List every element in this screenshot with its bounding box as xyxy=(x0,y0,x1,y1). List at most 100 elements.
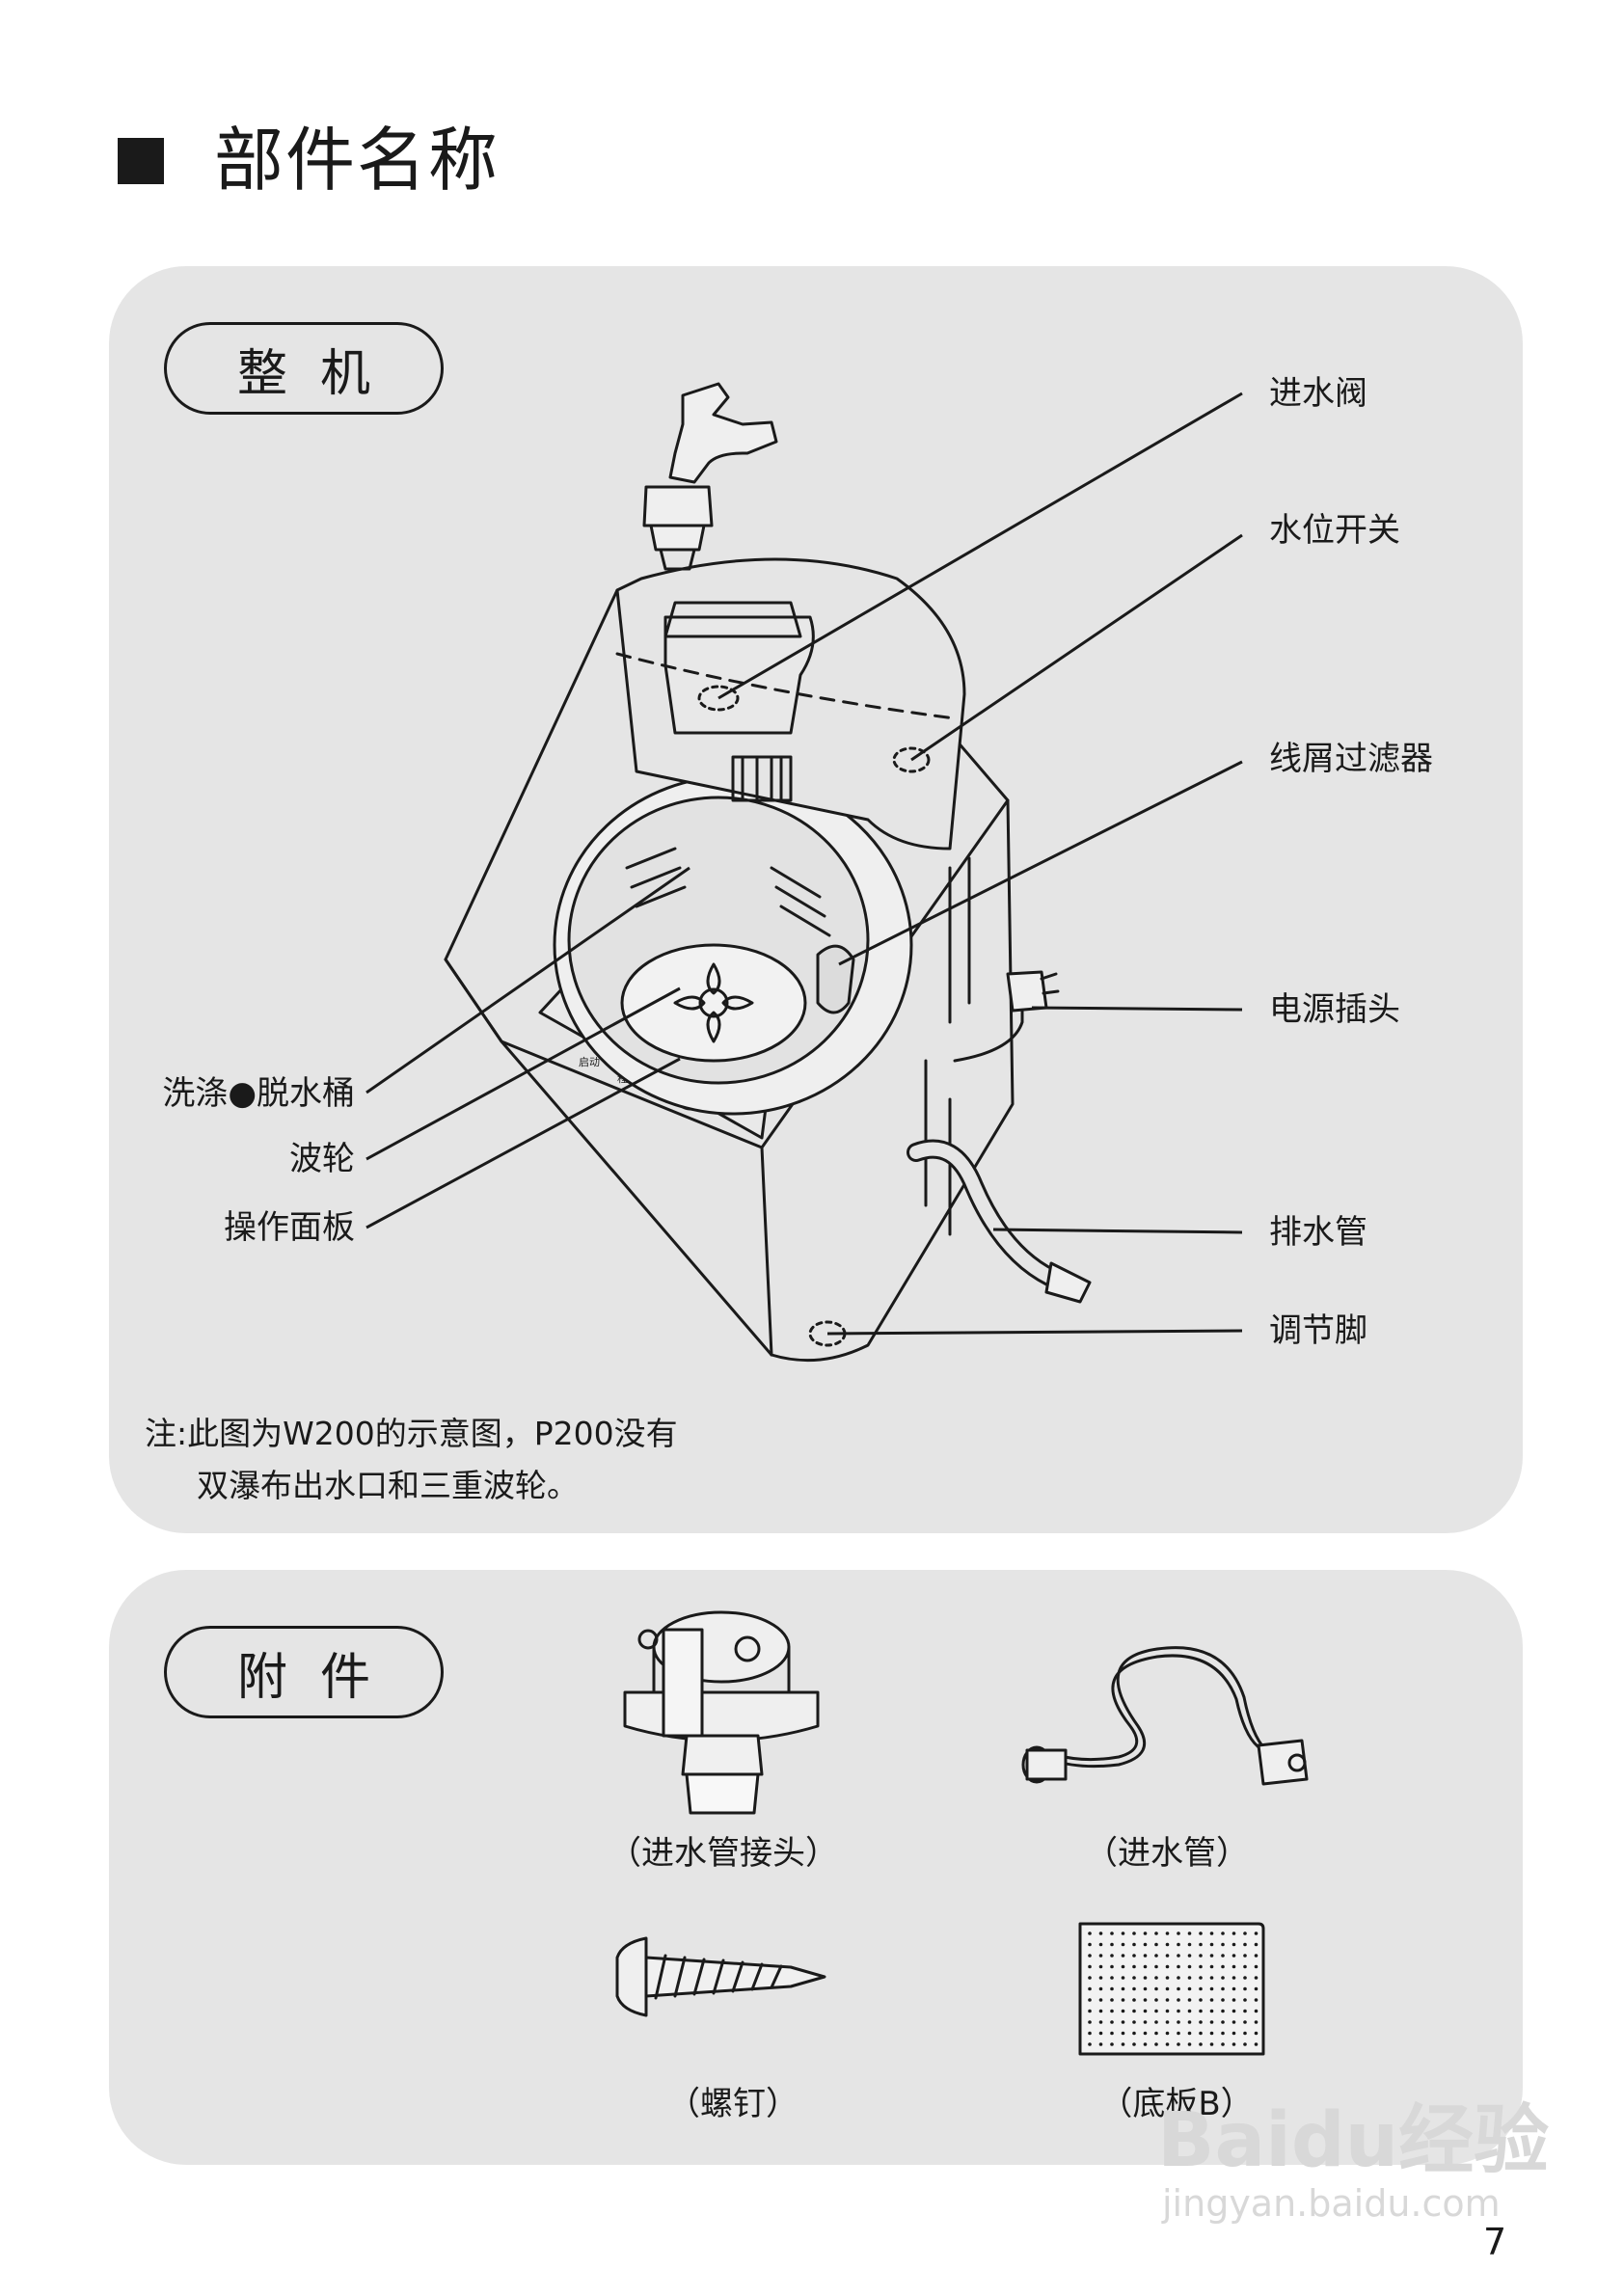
plate-hole xyxy=(1088,2042,1092,2046)
plate-hole xyxy=(1132,2042,1136,2046)
plate-hole xyxy=(1243,1931,1247,1935)
label-control-panel: 操作面板 xyxy=(224,1208,355,1247)
plate-hole xyxy=(1243,1954,1247,1958)
plate-hole xyxy=(1098,2020,1103,2024)
plate-hole xyxy=(1254,2009,1259,2013)
plate-hole xyxy=(1209,1954,1214,1958)
plate-hole xyxy=(1165,1942,1170,1947)
plate-hole xyxy=(1132,1931,1136,1935)
plate-hole xyxy=(1121,1976,1125,1980)
label-pulsator: 波轮 xyxy=(289,1140,355,1178)
plate-hole xyxy=(1088,1942,1092,1947)
plate-hole xyxy=(1098,1931,1103,1935)
plate-hole xyxy=(1088,1964,1092,1969)
plate-hole xyxy=(1209,1986,1214,1991)
plate-hole xyxy=(1199,1998,1203,2002)
plate-hole xyxy=(1098,1964,1103,1969)
plate-hole xyxy=(1199,1954,1203,1958)
plate-hole xyxy=(1165,1986,1170,1991)
plate-hole xyxy=(1243,2009,1247,2013)
plate-hole xyxy=(1121,2031,1125,2036)
plate-hole xyxy=(1143,1942,1148,1947)
accessory-label-screw: （螺钉） xyxy=(667,2085,798,2123)
label-drain-hose: 排水管 xyxy=(1269,1213,1367,1252)
plate-hole xyxy=(1209,1998,1214,2002)
plate-hole xyxy=(1221,2020,1225,2024)
plate-hole xyxy=(1254,1976,1259,1980)
plate-hole xyxy=(1088,1986,1092,1991)
plate-hole xyxy=(1143,1931,1148,1935)
accessory-label-inlet-connector: （进水管接头） xyxy=(609,1834,838,1873)
plate-hole xyxy=(1221,1986,1225,1991)
plate-hole xyxy=(1154,1954,1158,1958)
label-power-plug: 电源插头 xyxy=(1269,990,1400,1029)
plate-hole xyxy=(1254,1964,1259,1969)
plate-hole xyxy=(1232,1976,1236,1980)
plate-hole xyxy=(1254,2042,1259,2046)
plate-hole xyxy=(1187,1998,1192,2002)
label-water-level-switch: 水位开关 xyxy=(1269,511,1400,550)
plate-hole xyxy=(1098,1954,1103,1958)
main-unit-heading: 整机 xyxy=(164,322,444,415)
plate-hole xyxy=(1221,2042,1225,2046)
plate-hole xyxy=(1199,1931,1203,1935)
note-line-2: 双瀑布出水口和三重波轮。 xyxy=(197,1467,579,1504)
plate-hole xyxy=(1177,2020,1180,2024)
plate-hole xyxy=(1110,1976,1114,1980)
plate-hole xyxy=(1221,1998,1225,2002)
plate-hole xyxy=(1121,2009,1125,2013)
plate-hole xyxy=(1143,1954,1148,1958)
accessories-heading: 附件 xyxy=(164,1626,444,1718)
plate-hole xyxy=(1110,1954,1114,1958)
plate-hole xyxy=(1254,2031,1259,2036)
plate-hole xyxy=(1121,1942,1125,1947)
plate-hole xyxy=(1154,1998,1158,2002)
plate-hole xyxy=(1132,1976,1136,1980)
plate-hole xyxy=(1254,1998,1259,2002)
plate-hole xyxy=(1243,2031,1247,2036)
plate-hole xyxy=(1221,1942,1225,1947)
plate-hole xyxy=(1177,2042,1180,2046)
plate-hole xyxy=(1143,1998,1148,2002)
plate-hole xyxy=(1221,1976,1225,1980)
screw-icon xyxy=(615,1936,826,2017)
plate-hole xyxy=(1110,2020,1114,2024)
plate-hole xyxy=(1187,2042,1192,2046)
plate-hole xyxy=(1132,1942,1136,1947)
plate-hole xyxy=(1243,2042,1247,2046)
plate-hole xyxy=(1243,1976,1247,1980)
plate-hole xyxy=(1110,1986,1114,1991)
plate-hole xyxy=(1143,2009,1148,2013)
plate-hole xyxy=(1177,1942,1180,1947)
plate-hole xyxy=(1254,1931,1259,1935)
plate-hole xyxy=(1154,2031,1158,2036)
plate-hole xyxy=(1132,1998,1136,2002)
plate-hole xyxy=(1177,1998,1180,2002)
plate-hole xyxy=(1187,1976,1192,1980)
plate-hole xyxy=(1187,1964,1192,1969)
plate-hole xyxy=(1254,1942,1259,1947)
plate-hole xyxy=(1187,2031,1192,2036)
plate-hole xyxy=(1243,1942,1247,1947)
plate-hole xyxy=(1098,1986,1103,1991)
plate-hole xyxy=(1177,2031,1180,2036)
plate-hole xyxy=(1143,2020,1148,2024)
plate-hole xyxy=(1121,1931,1125,1935)
plate-hole xyxy=(1199,1986,1203,1991)
watermark-url: jingyan.baidu.com xyxy=(1162,2182,1501,2225)
plate-hole xyxy=(1177,1931,1180,1935)
accessory-label-base-plate: （底板B） xyxy=(1099,2085,1254,2123)
plate-hole xyxy=(1209,1976,1214,1980)
plate-hole xyxy=(1110,1942,1114,1947)
plate-hole xyxy=(1121,1964,1125,1969)
plate-hole xyxy=(1243,1986,1247,1991)
plate-hole xyxy=(1177,1976,1180,1980)
plate-hole xyxy=(1232,2031,1236,2036)
plate-hole xyxy=(1209,2020,1214,2024)
plate-hole xyxy=(1187,2020,1192,2024)
plate-hole xyxy=(1243,2020,1247,2024)
plate-hole xyxy=(1221,2031,1225,2036)
plate-hole xyxy=(1098,1942,1103,1947)
plate-hole xyxy=(1187,1986,1192,1991)
